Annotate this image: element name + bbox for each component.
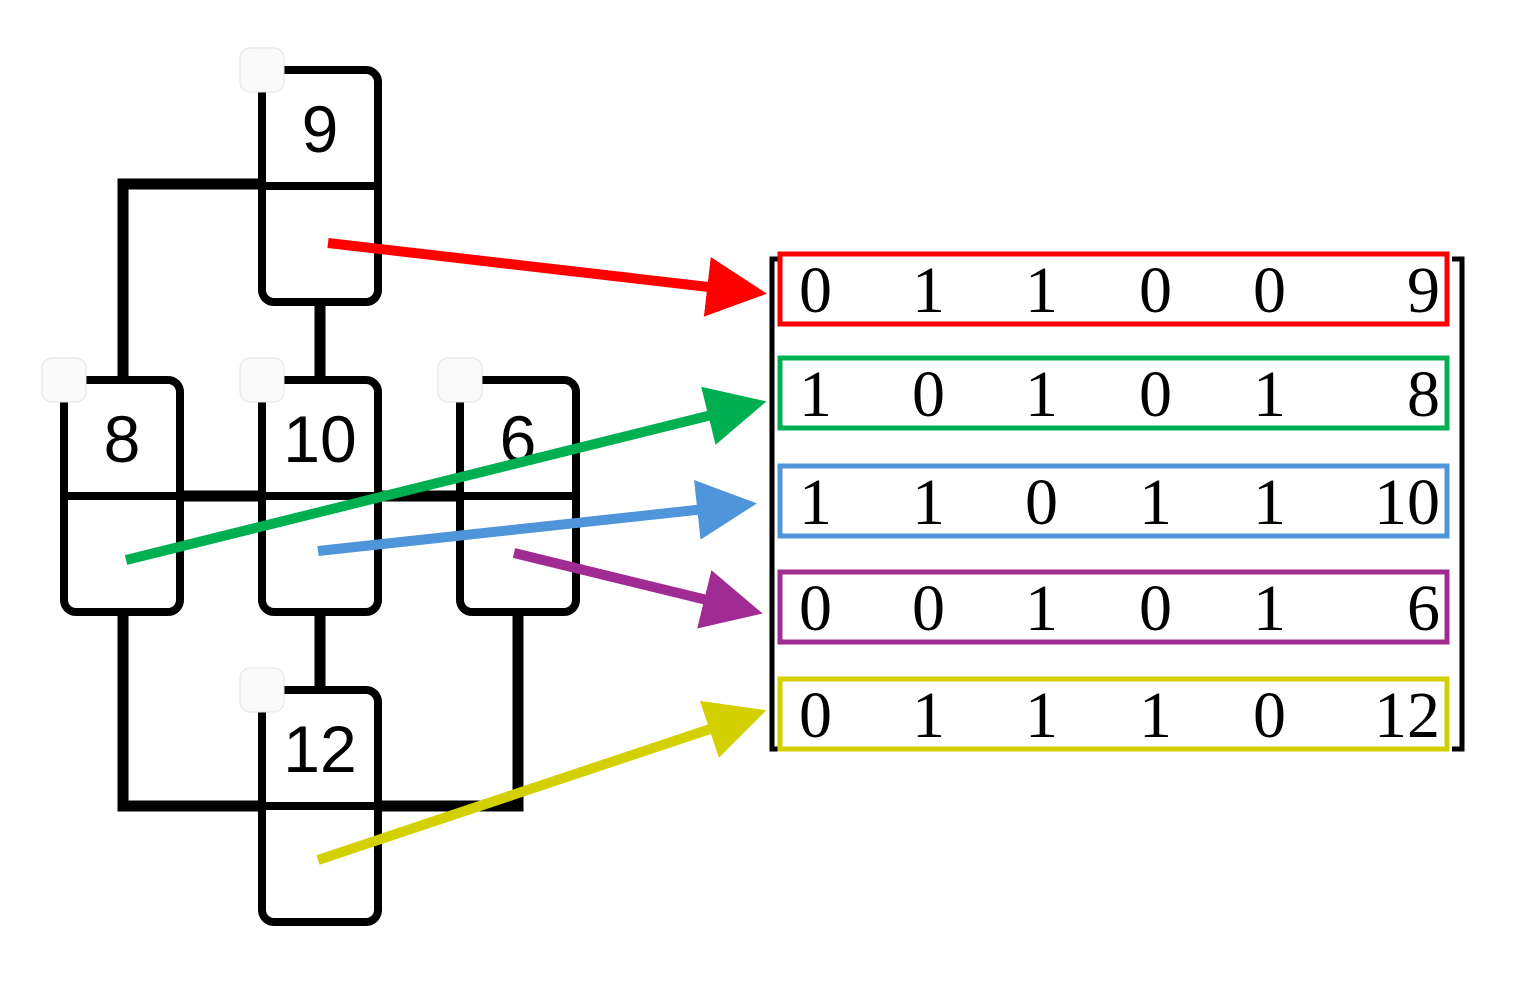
node-10[interactable]: 10 [239, 357, 382, 616]
matrix-row-4: 0 1 1 1 0 12 [777, 676, 1450, 752]
node-12[interactable]: 12 [239, 667, 382, 926]
node-9[interactable]: 9 [239, 47, 382, 306]
matrix-cell: 0 [799, 254, 832, 327]
arrow-n8-to-row [124, 386, 767, 565]
left-bracket [769, 256, 782, 752]
node-12-label: 12 [283, 712, 356, 786]
node-9-label: 9 [302, 92, 339, 166]
matrix-cell: 0 [1025, 466, 1058, 539]
arrow-n6-to-row [512, 548, 763, 629]
edge-9-8 [117, 178, 262, 384]
row-highlight-box [777, 355, 1450, 431]
arrows [124, 238, 767, 865]
matrix-cell-value: 6 [1407, 572, 1440, 645]
matrix-cell: 1 [912, 466, 945, 539]
matrix-brackets [769, 256, 1465, 752]
matrix-cell: 1 [1025, 572, 1058, 645]
matrix-cell: 1 [1025, 679, 1058, 752]
matrix-row-3: 0 0 1 0 1 6 [777, 569, 1450, 645]
matrix-cell-value: 8 [1407, 358, 1440, 431]
row-highlight-box [777, 463, 1450, 539]
matrix-cell: 1 [912, 254, 945, 327]
matrix-cell-value: 10 [1374, 466, 1440, 539]
matrix-cell: 0 [912, 572, 945, 645]
node-8-handle[interactable] [41, 357, 87, 403]
matrix-cell: 1 [1025, 358, 1058, 431]
matrix-cell: 0 [799, 572, 832, 645]
matrix-cell: 1 [1025, 254, 1058, 327]
matrix-cell: 0 [799, 679, 832, 752]
matrix-cell-value: 9 [1407, 254, 1440, 327]
matrix-cell: 1 [1253, 358, 1286, 431]
matrix-cell: 0 [1139, 358, 1172, 431]
arrow-n12-to-row [316, 700, 767, 865]
right-bracket [1452, 256, 1465, 752]
matrix-cell: 1 [799, 466, 832, 539]
matrix-row-0: 0 1 1 0 0 9 [777, 251, 1450, 327]
matrix-cell: 0 [1139, 254, 1172, 327]
matrix-row-1: 1 0 1 0 1 8 [777, 355, 1450, 431]
matrix-cell: 1 [799, 358, 832, 431]
arrow-n10-to-row [317, 480, 757, 556]
node-8-label: 8 [104, 402, 141, 476]
node-10-label: 10 [283, 402, 356, 476]
row-highlight-box [777, 676, 1450, 752]
row-highlight-box [777, 251, 1450, 327]
node-8[interactable]: 8 [41, 357, 184, 616]
matrix-cell: 0 [1139, 572, 1172, 645]
matrix-cell: 1 [1253, 572, 1286, 645]
matrix-cell: 0 [912, 358, 945, 431]
node-12-handle[interactable] [239, 667, 285, 713]
node-6[interactable]: 6 [437, 357, 580, 616]
matrix-cell: 0 [1253, 254, 1286, 327]
matrix-cell: 1 [1139, 679, 1172, 752]
matrix-cell: 1 [912, 679, 945, 752]
matrix-cell-value: 12 [1374, 679, 1440, 752]
matrix-cell: 0 [1253, 679, 1286, 752]
node-10-handle[interactable] [239, 357, 285, 403]
node-6-handle[interactable] [437, 357, 483, 403]
matrix-cell: 1 [1139, 466, 1172, 539]
matrix-cell: 1 [1253, 466, 1286, 539]
row-highlight-box [777, 569, 1450, 645]
node-9-handle[interactable] [239, 47, 285, 93]
arrow-n9-to-row [327, 238, 767, 317]
